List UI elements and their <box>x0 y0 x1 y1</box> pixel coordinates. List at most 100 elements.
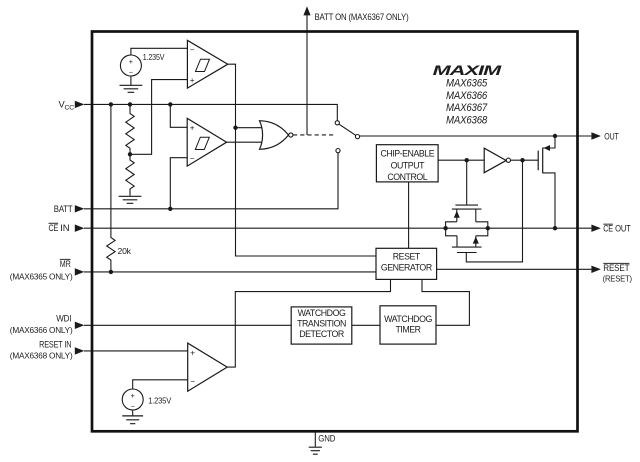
pullup-mosfet <box>537 145 550 174</box>
wire-wt-rg <box>421 279 470 326</box>
arrow-reset-icon <box>591 265 601 273</box>
model-number: MAX6367 <box>446 102 488 114</box>
reference-bottom-plus: + <box>131 391 135 400</box>
arrow-batt-icon <box>74 205 85 213</box>
reference-top-minus: − <box>129 68 133 77</box>
block-label: DETECTOR <box>299 329 344 339</box>
block-label: GENERATOR <box>381 263 432 273</box>
ic-boundary <box>90 30 579 433</box>
arrow-ce-out-icon <box>591 224 601 232</box>
pin-label-ce-out-bar: CE <box>603 224 613 234</box>
pin-label-ce-in-bar: CE <box>49 223 59 233</box>
pullup-resistor-label: 20k <box>118 246 132 256</box>
pin-note-mr: (MAX6365 ONLY) <box>10 272 73 281</box>
block-label: RESET <box>393 251 421 261</box>
battery-switch <box>334 120 361 154</box>
pin-note-reset: (RESET) <box>603 274 633 283</box>
arrow-mr-icon <box>74 268 85 276</box>
pin-label-mr: MR <box>60 259 71 269</box>
comparator-vcc-minus: − <box>190 45 195 54</box>
block-label: CHIP-ENABLE <box>380 148 434 158</box>
switch-common <box>354 133 361 140</box>
reference-bottom-minus: − <box>131 402 135 411</box>
ground-symbols <box>118 84 322 455</box>
wire-comp3-ref2 <box>132 379 188 390</box>
reference-bottom-label: 1.235V <box>148 396 171 406</box>
nor-gate <box>258 120 294 150</box>
arrow-vcc-icon <box>74 100 85 109</box>
switch-contact-batt <box>335 147 341 154</box>
block-outline <box>379 305 437 345</box>
junction-dots <box>108 102 558 275</box>
comparator-reset-in-minus: − <box>190 377 195 386</box>
junction-dot <box>108 102 114 107</box>
junction-dot <box>127 152 133 157</box>
comparator-reset-in: + − <box>187 342 229 393</box>
pin-note-wdi: (MAX6366 ONLY) <box>10 326 73 335</box>
pin-label-vcc-sub: CC <box>65 105 75 112</box>
pin-label-reset: RESET <box>603 263 630 273</box>
resistor-20k <box>105 104 117 272</box>
voltage-source-icon <box>121 388 144 411</box>
tgate-arrow-icon <box>472 236 479 244</box>
inverter <box>483 147 512 174</box>
wire-comp1-out <box>227 63 376 257</box>
resistor-divider-top <box>124 104 136 155</box>
brand: MAXIM MAX6365 MAX6366 MAX6367 MAX6368 <box>433 63 504 127</box>
model-number: MAX6368 <box>446 115 487 127</box>
pin-note-reset-in: (MAX6368 ONLY) <box>10 351 73 360</box>
comparator-batt-minus: − <box>190 154 195 163</box>
block-label: TRANSITION <box>297 319 346 329</box>
pin-label-ce-out-rest: OUT <box>615 224 631 234</box>
switch-lever <box>338 123 357 136</box>
ground-ref1 <box>119 84 143 93</box>
voltage-source-icon <box>119 54 142 77</box>
comparator-reset-in-plus: + <box>190 348 195 357</box>
junction-dot <box>233 125 238 130</box>
wires <box>84 9 592 447</box>
mosfet-arrow-icon <box>543 145 550 151</box>
inversion-bubble-icon <box>505 157 512 163</box>
arrow-reset-in-icon <box>74 347 85 355</box>
pin-label-gnd: GND <box>318 434 335 444</box>
pin-label-ce-in-rest: IN <box>60 223 69 233</box>
block-reset-generator: RESET GENERATOR <box>375 247 438 281</box>
pin-label-out: OUT <box>604 132 619 142</box>
pin-label-vcc-main: V <box>59 100 66 110</box>
reference-top-plus: + <box>129 57 133 66</box>
resistor-divider-bottom <box>124 154 136 196</box>
wire-comp2-batt <box>169 157 188 209</box>
block-label: OUTPUT <box>391 160 426 170</box>
junction-dot <box>485 226 490 231</box>
pin-label-batt-on: BATT ON (MAX6367 ONLY) <box>315 12 409 22</box>
ground-divider <box>118 195 142 204</box>
resistors <box>105 104 136 272</box>
model-number: MAX6366 <box>446 90 487 102</box>
arrow-wdi-icon <box>74 321 85 329</box>
comparator-vcc-plus: + <box>190 76 195 85</box>
transmission-gate <box>445 204 489 254</box>
block-label: TIMER <box>395 325 420 335</box>
block-outline <box>290 306 353 345</box>
junction-dot <box>520 158 525 163</box>
block-label: CONTROL <box>387 172 427 182</box>
junction-dot <box>108 269 114 275</box>
hysteresis-icon <box>194 136 211 150</box>
wire-vcc-comp2 <box>169 104 188 128</box>
block-label: WATCHDOG <box>384 314 432 324</box>
junction-dot <box>552 133 558 139</box>
reference-top-label: 1.235V <box>143 52 165 62</box>
hysteresis-icon <box>194 58 211 72</box>
wire-ref1-comp1 <box>130 47 188 55</box>
inverter-icon <box>483 147 508 174</box>
block-outline <box>375 247 438 281</box>
comparator-batt-plus: + <box>190 124 195 133</box>
pin-label-vcc: VCC <box>59 100 75 112</box>
comparator-vcc: − + <box>186 39 229 90</box>
junction-dot <box>552 226 558 231</box>
